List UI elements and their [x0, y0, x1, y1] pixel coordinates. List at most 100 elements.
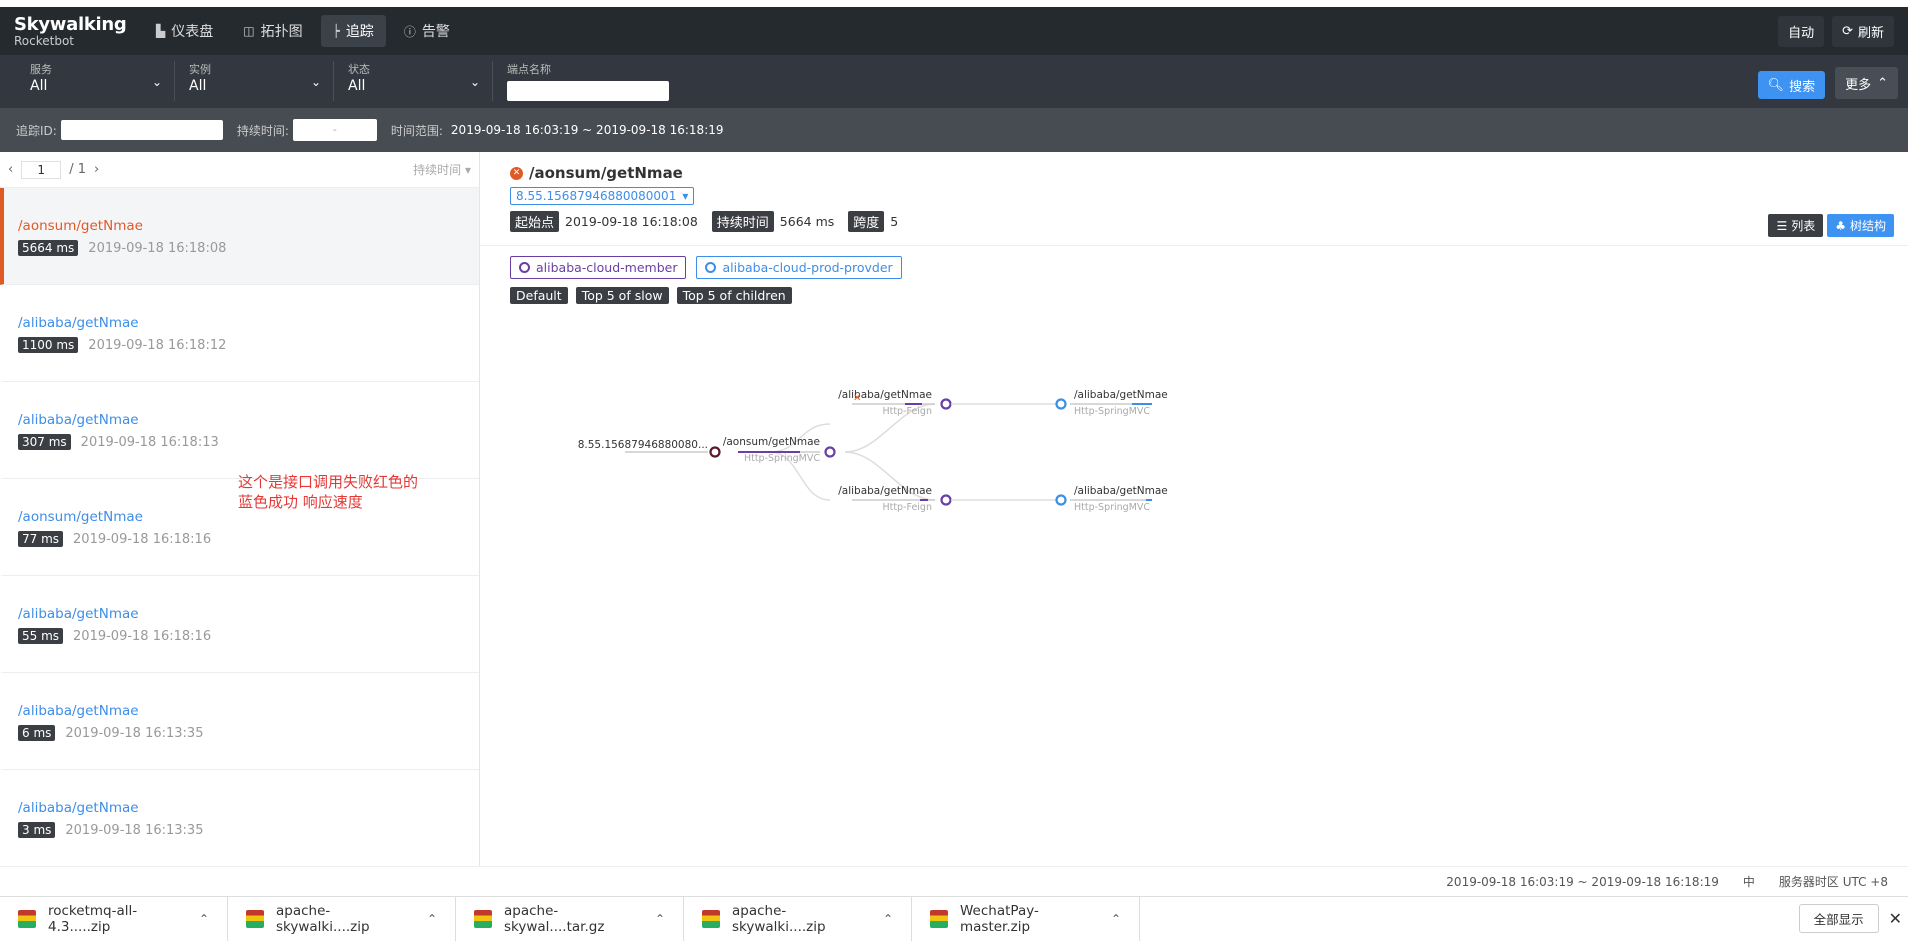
nav-item-dashboard[interactable]: ▙ 仪表盘	[144, 15, 225, 47]
download-item[interactable]: apache-skywalki....zip⌃	[684, 896, 912, 941]
trace-endpoint: /aonsum/getNmae	[18, 218, 143, 234]
show-all-downloads-button[interactable]: 全部显示	[1798, 904, 1879, 933]
duration-badge: 1100 ms	[18, 337, 79, 353]
caret-down-icon: ▾	[682, 189, 689, 203]
annotation-line: 这个是接口调用失败红色的	[238, 473, 419, 491]
sort-label: 持续时间	[413, 163, 462, 177]
chevron-up-icon[interactable]: ⌃	[198, 911, 209, 926]
service-select-value: All	[30, 78, 48, 94]
endpoint-name-filter: 端点名称	[507, 61, 669, 101]
service-tag-member[interactable]: alibaba-cloud-member	[510, 256, 687, 279]
tree-node-root[interactable]: 8.55.15687946880080...	[578, 439, 721, 458]
alarm-icon: ⓘ	[403, 24, 416, 39]
node-type: Http-SpringMVC	[1074, 502, 1150, 513]
nav-item-alarm[interactable]: ⓘ 告警	[392, 15, 462, 47]
download-filename: apache-skywal....tar.gz	[504, 902, 605, 935]
brand-name: Skywalking	[14, 13, 127, 35]
duration-badge: 307 ms	[18, 434, 71, 450]
download-item[interactable]: apache-skywal....tar.gz ⌃	[456, 896, 684, 941]
duration-label: 持续时间:	[236, 123, 289, 138]
chevron-up-icon[interactable]: ⌃	[654, 911, 665, 926]
mode-tab-top-children[interactable]: Top 5 of children	[676, 287, 792, 304]
status-select[interactable]: 状态 All ⌄	[348, 61, 493, 101]
tree-node-feign-1[interactable]: /alibaba/getNmae Http-Feign ✕	[838, 389, 952, 417]
start-value: 2019-09-18 16:18:08	[565, 214, 698, 229]
trace-endpoint: /alibaba/getNmae	[18, 606, 139, 622]
chevron-right-icon[interactable]: ›	[94, 162, 100, 177]
trace-id-input[interactable]	[60, 120, 223, 140]
nav-item-topology[interactable]: ◫ 拓扑图	[231, 15, 314, 47]
chevron-up-icon[interactable]: ⌃	[426, 911, 437, 926]
brand-logo[interactable]: Skywalking Rocketbot	[14, 13, 144, 47]
service-select[interactable]: 服务 All ⌄	[30, 61, 175, 101]
circle-icon	[519, 262, 530, 273]
tree-mode-tabs: Default Top 5 of slow Top 5 of children	[510, 287, 1908, 304]
trace-title: ✕ /aonsum/getNmae	[510, 164, 1880, 182]
mode-tab-top-slow[interactable]: Top 5 of slow	[575, 287, 669, 304]
trace-meta: 307 ms 2019-09-18 16:18:13	[18, 434, 465, 450]
more-label: 更多	[1845, 77, 1872, 93]
list-view-button[interactable]: ☰ 列表	[1768, 214, 1824, 237]
browser-download-bar: rocketmq-all-4.3.....zip⌃ apache-skywalki…	[0, 896, 1908, 941]
tree-node-springmvc-1[interactable]: /alibaba/getNmae Http-SpringMVC	[1055, 389, 1168, 417]
nav-item-trace[interactable]: ┝ 追踪	[320, 15, 386, 47]
download-item[interactable]: apache-skywalki....zip ⌃	[228, 896, 456, 941]
service-legend: alibaba-cloud-member alibaba-cloud-prod-…	[510, 256, 1908, 279]
span-label: 跨度	[848, 211, 885, 232]
more-button[interactable]: 更多 ⌃	[1835, 67, 1898, 99]
instance-select-label: 实例	[189, 63, 211, 76]
duration-badge: 3 ms	[18, 822, 56, 838]
trace-id-select[interactable]: 8.55.15687946880080001 ▾	[510, 187, 695, 205]
chevron-up-icon[interactable]: ⌃	[1110, 911, 1121, 926]
download-item[interactable]: WechatPay-master.zip⌃	[912, 896, 1140, 941]
footer-time-range[interactable]: 2019-09-18 16:03:19 ~ 2019-09-18 16:18:1…	[1446, 874, 1719, 889]
mode-tab-default[interactable]: Default	[510, 287, 568, 304]
close-icon[interactable]: ✕	[1888, 909, 1902, 928]
service-select-label: 服务	[30, 63, 52, 76]
instance-select[interactable]: 实例 All ⌄	[189, 61, 334, 101]
time-range-value[interactable]: 2019-09-18 16:03:19 ~ 2019-09-18 16:18:1…	[450, 123, 724, 137]
tree-view-button[interactable]: ♣ 树结构	[1827, 214, 1894, 237]
duration-range-input[interactable]: -	[292, 119, 377, 141]
trace-start-time: 2019-09-18 16:18:13	[80, 434, 219, 450]
archive-icon	[930, 909, 948, 928]
tree-node-aonsum[interactable]: /aonsum/getNmae Http-SpringMVC	[723, 436, 836, 464]
chevron-up-icon: ⌃	[1877, 75, 1888, 91]
endpoint-name-input[interactable]	[507, 81, 669, 101]
tree-node-springmvc-2[interactable]: /alibaba/getNmae Http-SpringMVC	[1055, 485, 1168, 513]
chevron-left-icon[interactable]: ‹	[8, 162, 14, 177]
trace-start-time: 2019-09-18 16:18:16	[73, 628, 212, 644]
service-tag-provider[interactable]: alibaba-cloud-prod-provder	[696, 256, 902, 279]
node-circle	[709, 446, 721, 458]
auto-refresh-button[interactable]: 自动	[1778, 15, 1825, 47]
node-circle	[1055, 398, 1067, 410]
search-button[interactable]: 🔍︎ 搜索	[1757, 71, 1826, 99]
tree-node-feign-2[interactable]: /alibaba/getNmae Http-Feign	[838, 485, 952, 513]
node-circle	[1055, 494, 1067, 506]
advanced-filter-bar: 追踪ID: 持续时间: - 时间范围: 2019-09-18 16:03:19 …	[0, 108, 1908, 152]
download-filename: apache-skywalki....zip	[276, 902, 370, 935]
refresh-button[interactable]: ⟳ 刷新	[1832, 15, 1894, 47]
chevron-up-icon[interactable]: ⌃	[882, 911, 893, 926]
language-toggle[interactable]: 中	[1742, 875, 1755, 889]
download-item[interactable]: rocketmq-all-4.3.....zip⌃	[0, 896, 228, 941]
node-circle	[824, 446, 836, 458]
tree-view-label: 树结构	[1849, 219, 1886, 233]
filter-bar: 服务 All ⌄ 实例 All ⌄ 状态 All ⌄ 端点名称 🔍︎ 搜索 更多…	[0, 55, 1908, 108]
trace-endpoint: /aonsum/getNmae	[18, 509, 143, 525]
trace-id-value: 8.55.15687946880080001	[516, 189, 677, 203]
page-number-input[interactable]: 1	[21, 160, 62, 179]
trace-id-label: 追踪ID:	[16, 123, 57, 138]
sort-select[interactable]: 持续时间 ▾	[413, 161, 471, 178]
node-circle	[940, 398, 952, 410]
